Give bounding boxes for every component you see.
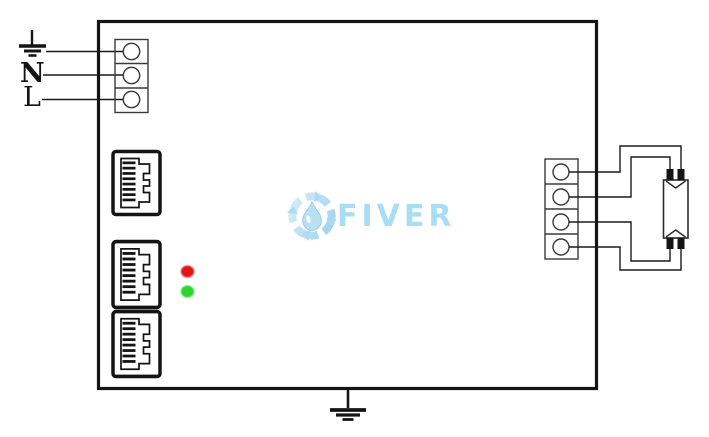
tube-filament [665,180,686,189]
tube-pin [677,237,685,249]
tube-pin [677,169,685,181]
lamp-wire-3 [569,221,671,262]
cycle-ring-icon [287,191,337,241]
output-terminal-screw [552,163,570,181]
power-terminal-block [114,38,149,114]
device-outline [96,19,599,391]
terminal-screw [122,90,141,109]
chassis-ground-icon [330,390,366,421]
ethernet-port-3 [111,309,162,379]
terminal-screw [122,66,141,85]
tube-pin [666,169,674,181]
fluorescent-tube-icon [662,169,689,249]
lamp-wire-2 [569,156,671,198]
green-led [180,285,195,298]
output-terminal-block [544,158,579,260]
lamp-wire-4 [569,246,682,271]
line-label: L [23,82,41,113]
output-terminal-screw [552,213,570,231]
output-terminal-screw [552,238,570,256]
ethernet-port-2 [111,239,162,310]
watermark-logo [287,191,337,241]
terminal-screw [122,42,141,61]
water-drop-icon [302,200,322,231]
watermark-text: FIVER [337,199,456,234]
lamp-wire-1 [569,145,682,173]
ethernet-port-1 [111,149,162,217]
output-terminal-screw [552,188,570,206]
tube-filament [665,229,686,238]
neutral-label: N [20,58,45,89]
tube-pin [666,237,674,249]
red-led [180,265,195,278]
earth-ground-icon [19,30,46,57]
